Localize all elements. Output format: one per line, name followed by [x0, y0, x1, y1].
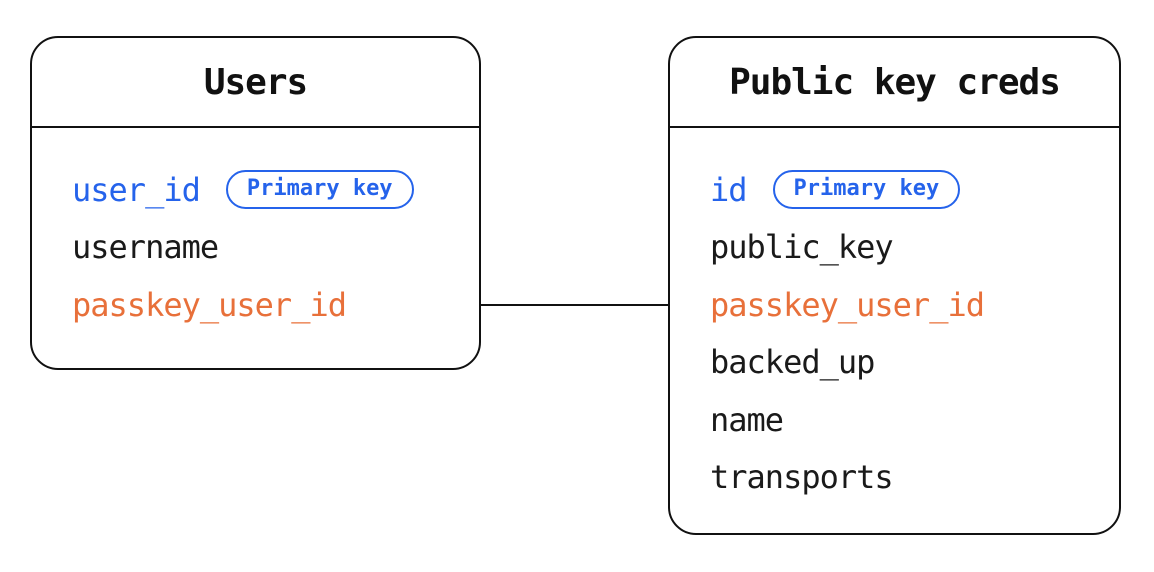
field-row-transports: transports [710, 449, 1119, 507]
field-row-user-id: user_id Primary key [72, 161, 479, 219]
field-row-public-key: public_key [710, 219, 1119, 277]
field-name: user_id [72, 170, 201, 209]
field-name: username [72, 228, 219, 267]
field-name: transports [710, 458, 894, 497]
table-body: user_id Primary key username passkey_use… [32, 128, 479, 334]
table-card-users: Users user_id Primary key username passk… [30, 36, 481, 370]
field-row-passkey-user-id: passkey_user_id [72, 276, 479, 334]
field-row-backed-up: backed_up [710, 334, 1119, 392]
relationship-line [476, 304, 672, 306]
field-row-passkey-user-id: passkey_user_id [710, 276, 1119, 334]
field-name: passkey_user_id [710, 285, 985, 324]
field-row-id: id Primary key [710, 161, 1119, 219]
table-card-public-key-creds: Public key creds id Primary key public_k… [668, 36, 1121, 535]
table-header: Public key creds [670, 38, 1119, 128]
table-title: Users [203, 61, 308, 103]
field-name: name [710, 400, 784, 439]
primary-key-badge: Primary key [225, 170, 414, 210]
field-name: backed_up [710, 343, 875, 382]
primary-key-badge: Primary key [772, 170, 961, 210]
table-header: Users [32, 38, 479, 128]
field-row-username: username [72, 219, 479, 277]
field-name: public_key [710, 228, 894, 267]
table-title: Public key creds [729, 61, 1061, 103]
field-name: id [710, 170, 748, 209]
field-row-name: name [710, 391, 1119, 449]
field-name: passkey_user_id [72, 285, 347, 324]
table-body: id Primary key public_key passkey_user_i… [670, 128, 1119, 506]
